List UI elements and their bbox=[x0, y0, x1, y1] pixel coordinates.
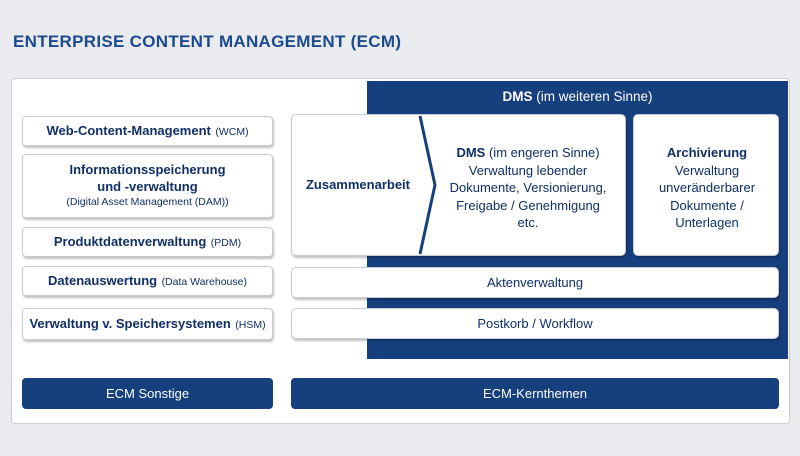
bar-workflow: Postkorb / Workflow bbox=[291, 308, 779, 339]
archiving-text: Archivierung Verwaltung unveränderbarer … bbox=[636, 144, 778, 232]
box-data-warehouse-label: Datenauswertung bbox=[48, 272, 158, 288]
page-title: ENTERPRISE CONTENT MANAGEMENT (ECM) bbox=[13, 32, 402, 51]
dms-narrow-line: Verwaltung lebender bbox=[468, 162, 588, 178]
chevron-divider bbox=[418, 115, 437, 255]
box-dam-sub: (Digital Asset Management (DAM)) bbox=[66, 196, 229, 209]
dms-narrow-head-bold: DMS bbox=[456, 145, 486, 160]
archiving-line: Unterlagen bbox=[675, 215, 739, 231]
box-pdm-label: Produktdatenverwaltung bbox=[53, 233, 207, 249]
box-wcm-label: Web-Content-Management bbox=[46, 122, 211, 138]
box-dam: Informationsspeicherung und -verwaltung … bbox=[22, 154, 273, 218]
box-archiving bbox=[633, 114, 779, 256]
box-data-warehouse: Datenauswertung (Data Warehouse) bbox=[22, 266, 273, 296]
archiving-head: Archivierung bbox=[666, 145, 748, 160]
archiving-line: unveränderbarer bbox=[658, 180, 756, 196]
box-hsm-label: Verwaltung v. Speichersystemen bbox=[29, 315, 231, 331]
box-wcm: Web-Content-Management (WCM) bbox=[22, 116, 273, 146]
bar-records-management: Aktenverwaltung bbox=[291, 267, 779, 298]
box-pdm-abbr: (PDM) bbox=[210, 236, 242, 249]
box-dam-label-line2: und -verwaltung bbox=[97, 179, 198, 195]
dms-narrow-line: Dokumente, Versionierung, bbox=[449, 180, 607, 196]
box-pdm: Produktdatenverwaltung (PDM) bbox=[22, 227, 273, 257]
dms-wide-label-bold: DMS bbox=[502, 89, 533, 104]
archiving-line: Dokumente / bbox=[670, 197, 744, 213]
dms-narrow-head-rest: (im engeren Sinne) bbox=[485, 145, 600, 160]
dms-narrow-line: Freigabe / Genehmigung bbox=[456, 197, 600, 213]
dms-wide-label-rest: (im weiteren Sinne) bbox=[532, 89, 653, 104]
box-dam-label-line1: Informationsspeicherung bbox=[69, 162, 226, 178]
archiving-line: Verwaltung bbox=[674, 162, 740, 178]
collaboration-label: Zusammenarbeit bbox=[305, 177, 411, 192]
dms-wide-label: DMS (im weiteren Sinne) bbox=[367, 89, 788, 104]
box-hsm: Verwaltung v. Speichersystemen (HSM) bbox=[22, 308, 273, 340]
box-data-warehouse-abbr: (Data Warehouse) bbox=[161, 275, 247, 288]
footer-ecm-other: ECM Sonstige bbox=[22, 378, 273, 409]
dms-narrow-text: DMS (im engeren Sinne) Verwaltung lebend… bbox=[428, 144, 628, 232]
footer-ecm-core: ECM-Kernthemen bbox=[291, 378, 779, 409]
box-wcm-abbr: (WCM) bbox=[215, 125, 249, 138]
dms-narrow-line: etc. bbox=[517, 215, 539, 231]
box-collab-dms bbox=[291, 114, 626, 256]
box-hsm-abbr: (HSM) bbox=[235, 318, 266, 331]
